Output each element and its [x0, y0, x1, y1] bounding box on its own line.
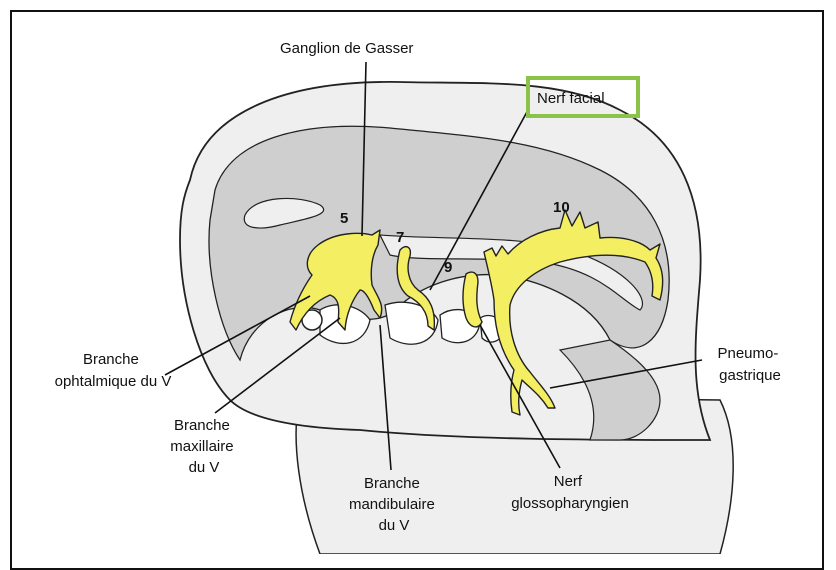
label-branche-ophtalmique: Branche ophtalmique du V: [55, 351, 172, 390]
label-ganglion-gasser: Ganglion de Gasser: [280, 40, 413, 57]
embryo-diagram: Ganglion de Gasser Nerf facial 5 7 9 10 …: [0, 0, 836, 554]
label-branche-maxillaire: Branche maxillaire du V: [170, 417, 238, 476]
label-num-9: 9: [444, 259, 452, 276]
label-num-10: 10: [553, 199, 570, 216]
label-pneumo-gastrique: Pneumo- gastrique: [717, 345, 782, 384]
label-num-5: 5: [340, 210, 348, 227]
label-nerf-facial: Nerf facial: [537, 90, 605, 107]
label-num-7: 7: [396, 229, 404, 246]
